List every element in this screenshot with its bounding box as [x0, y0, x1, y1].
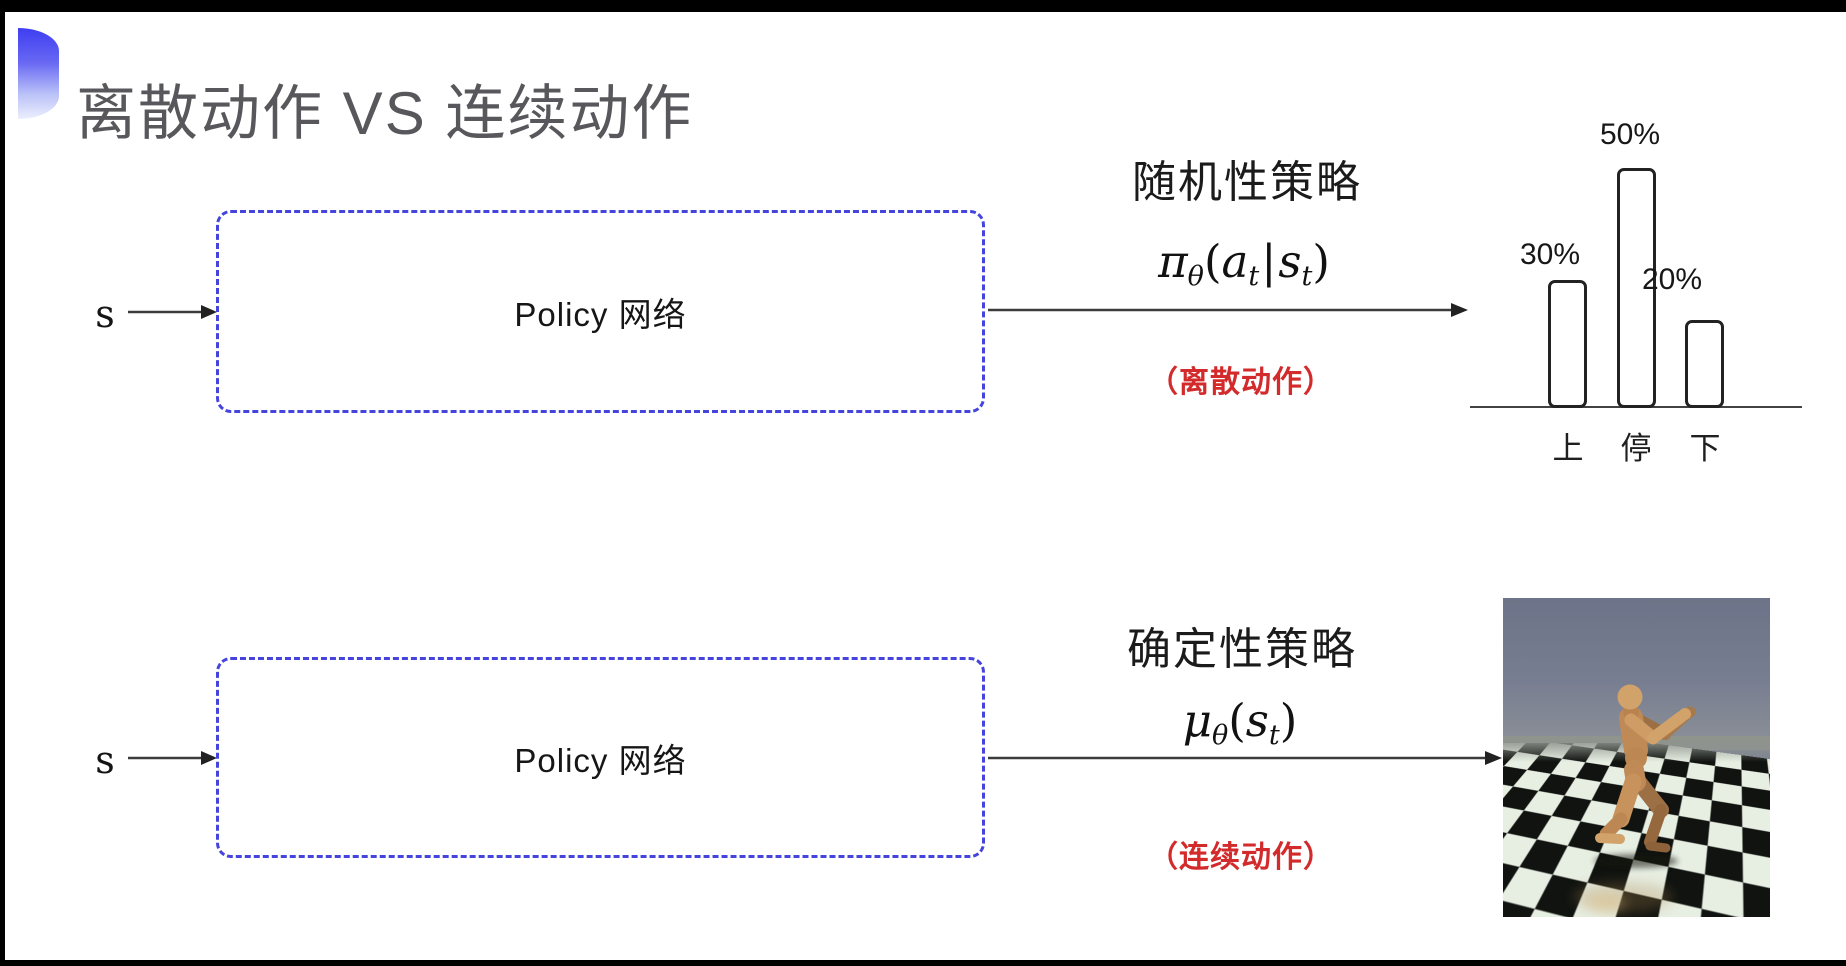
humanoid-simulation-image: [1503, 598, 1770, 917]
arrowhead-icon: [201, 305, 217, 319]
page-title: 离散动作 VS 连续动作: [76, 80, 694, 148]
video-frame-top: [0, 0, 1846, 12]
bar-down: [1685, 320, 1724, 408]
figure-reflection: [1573, 882, 1673, 912]
formula-symbol: a: [1221, 235, 1249, 288]
formula-paren: (: [1203, 235, 1222, 288]
formula-paren: ): [1279, 694, 1298, 747]
video-frame-bottom: [0, 960, 1846, 966]
bar-category-label: 停: [1620, 431, 1652, 466]
policy-network-box-deterministic: Policy 网络: [216, 657, 985, 858]
bar-category-label: 下: [1689, 431, 1721, 466]
policy-network-box-stochastic: Policy 网络: [216, 210, 985, 413]
arrowhead-icon: [201, 751, 217, 765]
formula-subscript: θ: [1211, 720, 1229, 752]
arrowhead-icon: [1485, 751, 1502, 765]
bar-category-label: 上: [1552, 431, 1584, 466]
arrowhead-icon: [1451, 303, 1468, 317]
formula-subscript: θ: [1187, 261, 1204, 293]
video-frame-left: [0, 0, 5, 966]
bar-stop: [1617, 168, 1656, 408]
bar-value-label: 20%: [1641, 263, 1703, 296]
discrete-action-note: （离散动作）: [1148, 366, 1334, 399]
bar-up: [1548, 280, 1587, 408]
figure-shadow: [1594, 854, 1678, 868]
formula-paren: ): [1312, 235, 1330, 288]
formula-paren: (: [1228, 694, 1246, 747]
bar-value-label: 50%: [1599, 118, 1661, 151]
title-accent-shape-icon: [18, 28, 59, 119]
formula-symbol: μ: [1182, 694, 1212, 747]
figure-near-limbs: [1595, 708, 1691, 844]
bar-value-label: 30%: [1519, 238, 1581, 271]
state-input-label: s: [95, 738, 115, 782]
formula-symbol: s: [1278, 235, 1302, 288]
formula-symbol: s: [1245, 694, 1269, 747]
deterministic-policy-title: 确定性策略: [1127, 625, 1357, 674]
stochastic-policy-formula: πθ(at|st): [1084, 238, 1404, 301]
formula-subscript: t: [1248, 261, 1260, 293]
humanoid-figure: [1573, 684, 1696, 912]
stochastic-policy-title: 随机性策略: [1132, 158, 1362, 207]
formula-subscript: t: [1301, 261, 1313, 293]
policy-network-label: Policy 网络: [514, 741, 687, 779]
formula-symbol: π: [1158, 235, 1188, 288]
policy-network-label: Policy 网络: [514, 295, 687, 333]
continuous-action-note: （连续动作）: [1148, 841, 1334, 874]
figure-reflection-highlight: [1586, 895, 1626, 911]
deterministic-policy-formula: μθ(st): [1080, 697, 1400, 760]
formula-subscript: t: [1268, 720, 1280, 752]
state-input-label: s: [95, 292, 115, 336]
formula-conditional-bar: |: [1261, 235, 1277, 288]
